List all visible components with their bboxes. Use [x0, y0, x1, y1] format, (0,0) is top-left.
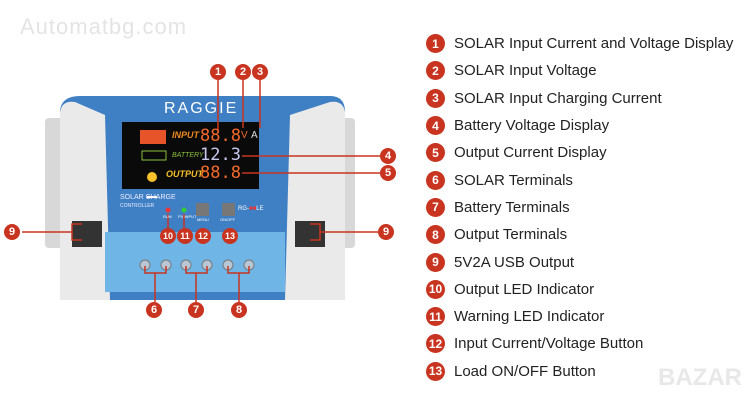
number-badge: 11 — [426, 307, 445, 327]
unit-a: A — [251, 130, 258, 141]
number-badge: 13 — [426, 361, 445, 381]
legend-label: Load ON/OFF Button — [454, 362, 596, 380]
marker-11: 11 — [177, 228, 193, 244]
legend-item: 2 SOLAR Input Voltage — [426, 57, 733, 84]
legend-item: 11 Warning LED Indicator — [426, 303, 733, 330]
title-line2: CONTROLLER — [120, 203, 155, 209]
number-badge: 1 — [426, 34, 445, 54]
number-badge: 2 — [426, 61, 445, 81]
legend-label: SOLAR Terminals — [454, 171, 573, 189]
title-line1: SOLAR CHARGE — [120, 194, 176, 201]
marker-6: 6 — [146, 302, 162, 318]
run-label: RUN — [163, 214, 172, 219]
unit-v: V — [241, 130, 248, 141]
watermark-bazar: BAZAR — [658, 364, 742, 391]
menu-label: MENU — [197, 217, 209, 222]
onoff-label: ON/OFF — [220, 217, 236, 222]
number-badge: 3 — [426, 88, 445, 108]
legend-label: SOLAR Input Charging Current — [454, 89, 662, 107]
marker-4: 4 — [380, 148, 396, 164]
number-badge: 8 — [426, 225, 445, 245]
marker-2: 2 — [235, 64, 251, 80]
output-label: OUTPUT — [166, 169, 203, 179]
legend-list: 1 SOLAR Input Current and Voltage Display… — [426, 30, 733, 385]
legend-label: Output Terminals — [454, 226, 568, 244]
watermark: Automatbg.com — [20, 14, 188, 39]
legend-label: Output LED Indicator — [454, 280, 595, 298]
marker-9-right: 9 — [378, 224, 394, 240]
number-badge: 7 — [426, 197, 445, 217]
pv-label: PV INPUT — [178, 214, 197, 219]
marker-7: 7 — [188, 302, 204, 318]
number-badge: 10 — [426, 279, 445, 299]
legend-label: 5V2A USB Output — [454, 253, 575, 271]
legend-label: SOLAR Input Current and Voltage Display — [454, 35, 734, 53]
number-badge: 6 — [426, 170, 445, 190]
marker-1: 1 — [210, 64, 226, 80]
legend-item: 12 Input Current/Voltage Button — [426, 330, 733, 357]
legend-label: Input Current/Voltage Button — [454, 335, 644, 353]
legend-label: Battery Voltage Display — [454, 117, 610, 135]
legend-label: SOLAR Input Voltage — [454, 62, 597, 80]
legend-item: 8 Output Terminals — [426, 221, 733, 248]
legend-label: Battery Terminals — [454, 198, 570, 216]
legend-item: 3 SOLAR Input Charging Current — [426, 85, 733, 112]
marker-13: 13 — [222, 228, 238, 244]
marker-10: 10 — [160, 228, 176, 244]
marker-3: 3 — [252, 64, 268, 80]
number-badge: 5 — [426, 143, 445, 163]
legend-item: 10 Output LED Indicator — [426, 276, 733, 303]
marker-9-left: 9 — [4, 224, 20, 240]
legend-item: 4 Battery Voltage Display — [426, 112, 733, 139]
legend-item: 9 5V2A USB Output — [426, 248, 733, 275]
battery-label: BATTERY — [172, 152, 204, 159]
model-label: RG-■■LE — [238, 206, 264, 212]
legend-item: 1 SOLAR Input Current and Voltage Display — [426, 30, 733, 57]
legend-item: 13 Load ON/OFF Button — [426, 358, 733, 385]
input-label: INPUT — [172, 130, 199, 140]
legend-item: 5 Output Current Display — [426, 139, 733, 166]
marker-12: 12 — [195, 228, 211, 244]
input-value: 88.8 — [200, 126, 241, 146]
battery-value: 12.3 — [200, 145, 241, 165]
number-badge: 12 — [426, 334, 445, 354]
brand-logo: RAGGIE — [164, 100, 239, 117]
charge-controller-image — [22, 80, 380, 302]
output-value: 88.8 — [200, 163, 241, 183]
legend-label: Warning LED Indicator — [454, 308, 605, 326]
number-badge: 9 — [426, 252, 445, 272]
marker-5: 5 — [380, 165, 396, 181]
legend-item: 6 SOLAR Terminals — [426, 166, 733, 193]
marker-8: 8 — [231, 302, 247, 318]
legend-label: Output Current Display — [454, 144, 607, 162]
legend-item: 7 Battery Terminals — [426, 194, 733, 221]
number-badge: 4 — [426, 116, 445, 136]
